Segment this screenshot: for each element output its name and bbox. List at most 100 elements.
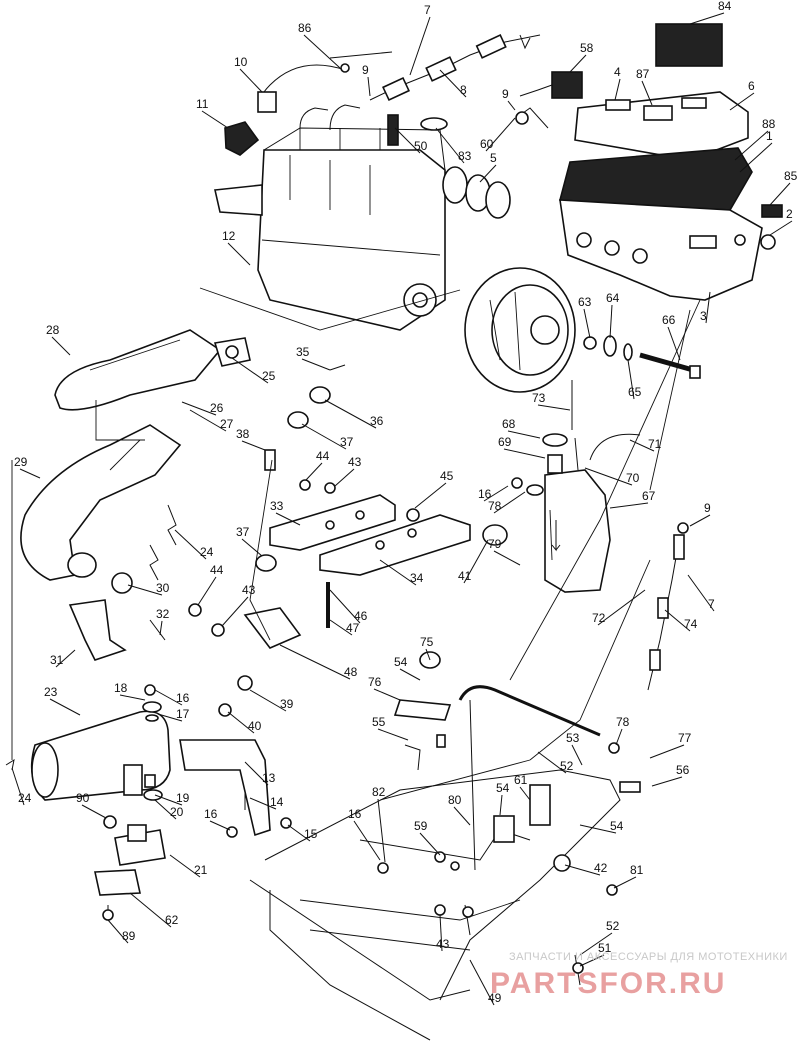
callout-68: 68 <box>502 417 541 439</box>
nut-35 <box>329 364 346 371</box>
callout-leader-line <box>127 584 163 596</box>
callout-label: 83 <box>458 149 472 163</box>
callout-43: 43 <box>221 583 256 627</box>
callout-label: 66 <box>662 313 676 327</box>
callout-36: 36 <box>324 399 384 429</box>
callout-label: 26 <box>210 401 224 415</box>
callout-leader-line <box>614 78 621 101</box>
clip-85 <box>761 204 783 218</box>
callout-label: 80 <box>448 793 462 807</box>
callout-leader-line <box>425 648 431 661</box>
callout-19: 19 <box>154 791 190 806</box>
callout-85: 85 <box>769 169 798 206</box>
callout-label: 40 <box>248 719 262 733</box>
callout-label: 60 <box>480 137 494 151</box>
callout-leader-line <box>499 794 503 816</box>
callout-71: 71 <box>629 437 662 452</box>
clutch-bolt-stack <box>583 335 701 379</box>
callout-16: 16 <box>478 485 509 502</box>
callout-leader-line <box>301 423 347 450</box>
callout-leader-line <box>609 502 649 509</box>
chassis-frame <box>249 685 621 1041</box>
engine-block <box>214 104 446 331</box>
callout-label: 74 <box>684 617 698 631</box>
callout-label: 70 <box>626 471 640 485</box>
washer-44a <box>299 479 311 491</box>
callout-leader-line <box>537 751 567 774</box>
callout-59: 59 <box>414 819 441 856</box>
callout-label: 63 <box>578 295 592 309</box>
callout-24: 24 <box>11 767 32 806</box>
callout-55: 55 <box>372 715 409 741</box>
callout-leader-line <box>154 794 183 806</box>
callout-60: 60 <box>480 117 516 152</box>
callout-27: 27 <box>189 409 234 432</box>
callout-label: 81 <box>630 863 644 877</box>
gasket-83 <box>420 117 448 131</box>
callout-leader-line <box>249 797 277 810</box>
callout-45: 45 <box>414 469 454 509</box>
callout-leader-line <box>503 448 546 459</box>
mount-bracket-33 <box>269 494 396 551</box>
callout-16: 16 <box>154 689 190 706</box>
callout-label: 78 <box>616 715 630 729</box>
callout-label: 44 <box>210 563 224 577</box>
callout-49: 49 <box>469 959 502 1006</box>
callout-label: 39 <box>280 697 294 711</box>
callout-leader-line <box>769 182 791 206</box>
callout-47: 47 <box>329 619 360 636</box>
callout-leader-line <box>579 954 605 967</box>
callout-leader-line <box>769 220 793 236</box>
nut-40 <box>218 703 232 717</box>
air-filter-88 <box>558 147 753 211</box>
intake-boot-5 <box>442 166 511 219</box>
callout-label: 32 <box>156 607 170 621</box>
callout-label: 2 <box>786 207 793 221</box>
callout-label: 3 <box>700 309 707 323</box>
callout-56: 56 <box>651 763 690 787</box>
callout-leader-line <box>649 744 685 759</box>
callout-leader-line <box>329 619 353 636</box>
callout-9: 9 <box>362 63 371 97</box>
callout-label: 62 <box>165 913 179 927</box>
callout-53: 53 <box>566 731 583 766</box>
callout-65: 65 <box>627 359 642 400</box>
callout-label: 7 <box>424 3 431 17</box>
callout-label: 52 <box>606 919 620 933</box>
callout-24: 24 <box>174 529 214 560</box>
callout-label: 15 <box>304 827 318 841</box>
callout-leader-line <box>419 832 441 856</box>
callout-label: 16 <box>204 807 218 821</box>
callout-leader-line <box>244 761 269 786</box>
callout-leader-line <box>55 649 76 668</box>
callout-31: 31 <box>50 649 76 668</box>
air-filter-foam-84 <box>655 23 723 67</box>
callout-label: 73 <box>532 391 546 405</box>
callout-leader-line <box>301 358 331 371</box>
callout-leader-line <box>439 914 443 952</box>
hose-71 <box>589 433 641 461</box>
callout-leader-line <box>479 164 497 183</box>
callout-leader-line <box>303 34 341 69</box>
callout-33: 33 <box>270 499 301 526</box>
callout-label: 54 <box>496 781 510 795</box>
callout-8: 8 <box>439 69 467 98</box>
callout-label: 34 <box>410 571 424 585</box>
callout-leader-line <box>324 399 377 429</box>
callout-70: 70 <box>584 467 640 486</box>
callout-leader-line <box>241 538 263 557</box>
callout-7: 7 <box>409 3 431 76</box>
callout-40: 40 <box>227 711 262 734</box>
callout-leader-line <box>119 694 146 701</box>
callout-21: 21 <box>169 854 208 878</box>
callout-label: 82 <box>372 785 386 799</box>
callout-leader-line <box>275 512 301 526</box>
callout-87: 87 <box>636 67 653 106</box>
callout-11: 11 <box>196 97 229 129</box>
bracket-31 <box>68 599 127 661</box>
nut-90 <box>103 815 117 829</box>
callout-84: 84 <box>689 0 732 25</box>
callout-label: 87 <box>636 67 650 81</box>
oil-tank-67 <box>544 469 611 593</box>
